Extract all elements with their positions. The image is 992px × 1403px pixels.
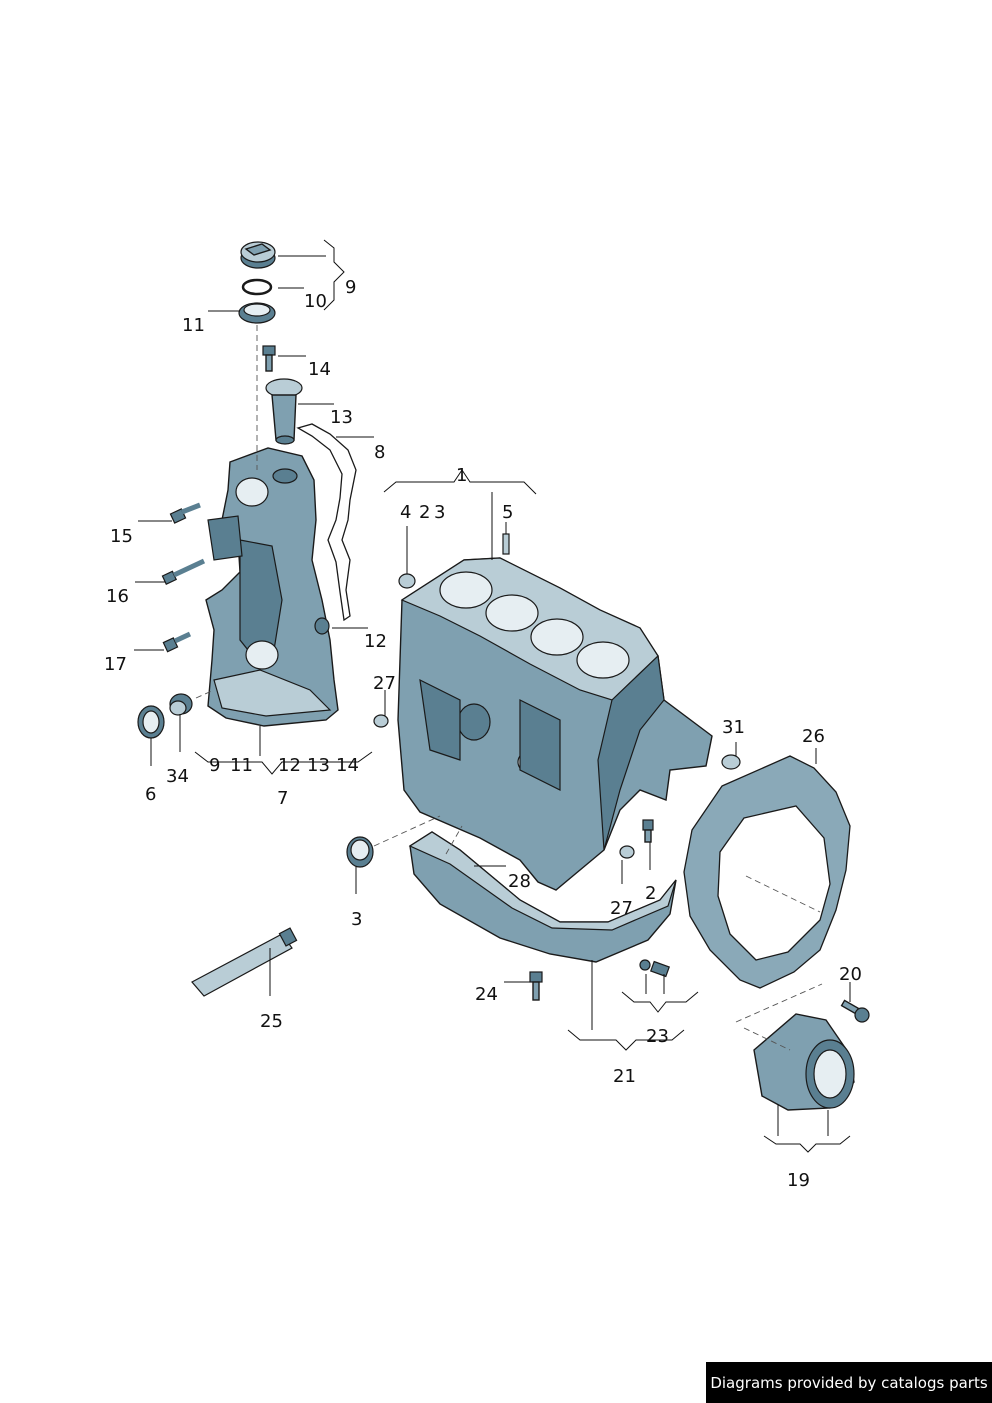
callout-19: 19: [787, 1170, 810, 1191]
callout-13-pipe: 13: [330, 407, 353, 428]
callout-26: 26: [802, 726, 825, 747]
callout-8: 8: [374, 442, 385, 463]
callout-11-cover: 11: [230, 755, 253, 776]
dowel-27-right: [619, 845, 635, 859]
callout-34: 34: [166, 766, 189, 787]
timing-cover-housing-7: [205, 447, 339, 727]
callout-9-cap: 9: [345, 277, 356, 298]
callout-2-top: 2: [419, 502, 430, 523]
callout-10: 10: [304, 291, 327, 312]
callout-16: 16: [106, 586, 129, 607]
gasket-26: [683, 755, 851, 989]
bushing-34: [169, 693, 193, 716]
callout-15: 15: [110, 526, 133, 547]
callout-3-top: 3: [434, 502, 445, 523]
bolt-20: [840, 999, 870, 1023]
callout-3-seal: 3: [351, 909, 362, 930]
engine-block-1: [397, 557, 713, 891]
dowel-4: [398, 573, 416, 589]
bolt-2: [642, 819, 654, 843]
callout-5: 5: [502, 502, 513, 523]
attribution-banner: Diagrams provided by catalogs parts: [706, 1362, 992, 1403]
bolt-17: [162, 631, 192, 653]
oil-pan-21: [408, 831, 677, 963]
callout-11-ring: 11: [182, 315, 205, 336]
attribution-text: Diagrams provided by catalogs parts: [710, 1373, 988, 1392]
callout-31: 31: [722, 717, 745, 738]
sealant-tube-25: [191, 927, 298, 997]
callout-17: 17: [104, 654, 127, 675]
callout-14-cover: 14: [336, 755, 359, 776]
oil-seal-6: [137, 705, 165, 739]
callout-27-right: 27: [610, 898, 633, 919]
callout-27-left: 27: [373, 673, 396, 694]
drain-plug-23: [639, 959, 670, 978]
callout-21: 21: [613, 1066, 636, 1087]
callout-1: 1: [456, 465, 467, 486]
callout-6: 6: [145, 784, 156, 805]
callout-28: 28: [508, 871, 531, 892]
callout-9-cover: 9: [209, 755, 220, 776]
callout-4: 4: [400, 502, 411, 523]
bolt-15: [169, 502, 201, 524]
filler-pipe-13: [265, 378, 303, 445]
callout-13-cover: 13: [307, 755, 330, 776]
callout-14-bolt: 14: [308, 359, 331, 380]
seal-12: [314, 617, 330, 635]
callout-2-bottom: 2: [645, 883, 656, 904]
callout-24: 24: [475, 984, 498, 1005]
bolt-14: [262, 345, 276, 372]
ring-11: [238, 302, 276, 324]
dowel-27-left: [373, 714, 389, 728]
bolt-16: [161, 558, 206, 585]
seal-ring-10: [241, 278, 273, 296]
oil-filler-cap: [240, 241, 276, 269]
callout-7: 7: [277, 788, 288, 809]
callout-12-seal: 12: [364, 631, 387, 652]
callout-20: 20: [839, 964, 862, 985]
callout-12-cover: 12: [278, 755, 301, 776]
bolt-24: [529, 971, 543, 1001]
pin-5: [502, 533, 510, 555]
seal-flange-19: [753, 1013, 855, 1111]
callout-25: 25: [260, 1011, 283, 1032]
callout-23: 23: [646, 1026, 669, 1047]
gasket-8: [296, 423, 357, 622]
seal-ring-3: [346, 836, 374, 868]
sleeve-31: [721, 754, 741, 770]
